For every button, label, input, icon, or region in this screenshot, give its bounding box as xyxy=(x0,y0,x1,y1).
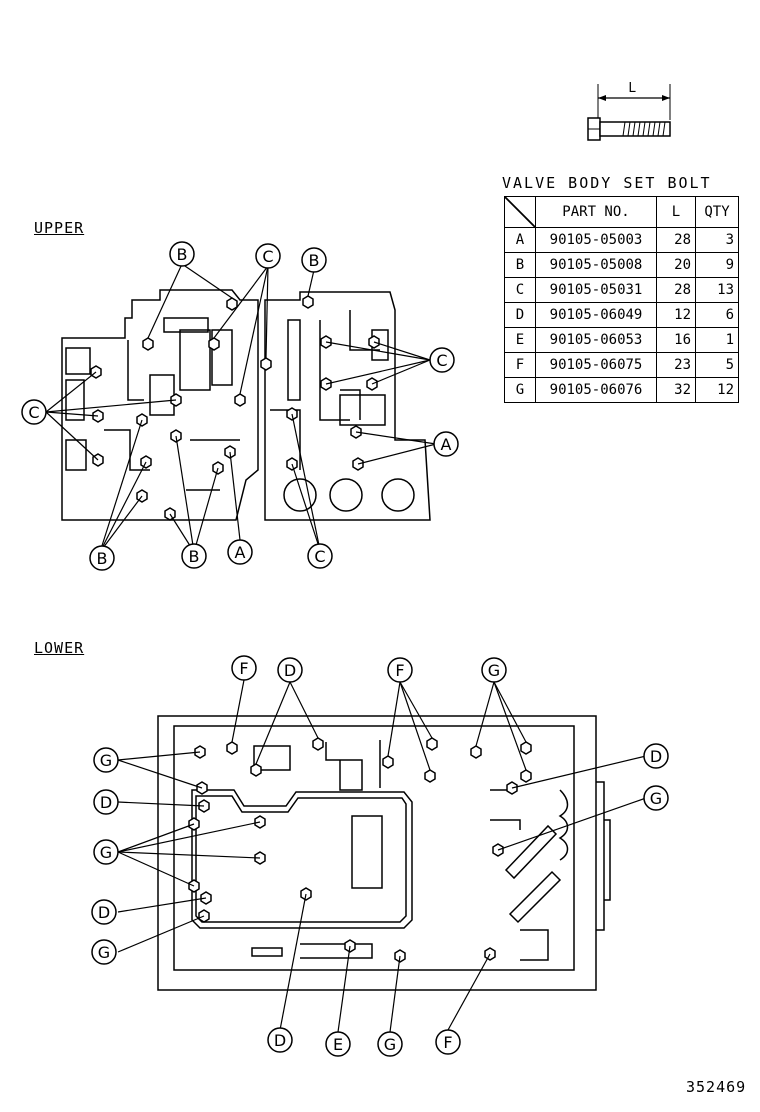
callout-f: F xyxy=(231,655,257,681)
row-part-no: 90105-06076 xyxy=(535,377,657,403)
callout-g: G xyxy=(481,657,507,683)
row-part-no: 90105-05031 xyxy=(535,277,657,303)
row-qty: 3 xyxy=(695,227,739,253)
callout-letter: D xyxy=(284,661,296,680)
lower-valve-body-drawing: F D F G G D D G G D G D E G F xyxy=(91,655,669,1057)
row-length: 32 xyxy=(656,377,696,403)
callout-letter: G xyxy=(650,789,662,808)
callout-letter: G xyxy=(488,661,500,680)
callout-g: G xyxy=(643,785,669,811)
callout-letter: C xyxy=(314,547,325,566)
lower-body-outline xyxy=(157,715,611,991)
callout-d: D xyxy=(267,1027,293,1053)
callout-letter: F xyxy=(239,659,248,678)
row-length: 12 xyxy=(656,302,696,328)
row-qty: 6 xyxy=(695,302,739,328)
bolt-table: PART NO. L QTY A 90105-05003 28 3 B 9010… xyxy=(504,196,739,403)
row-length: 20 xyxy=(656,252,696,278)
callout-letter: C xyxy=(262,247,273,266)
table-row: E 90105-06053 16 1 xyxy=(504,327,739,353)
callout-letter: G xyxy=(98,943,110,962)
row-length: 28 xyxy=(656,277,696,303)
callout-b: B xyxy=(181,543,207,569)
header-diagonal-cell xyxy=(504,196,536,228)
callout-letter: G xyxy=(384,1035,396,1054)
table-row: F 90105-06075 23 5 xyxy=(504,352,739,378)
callout-letter: C xyxy=(28,403,39,422)
callout-d: D xyxy=(277,657,303,683)
callout-d: D xyxy=(93,789,119,815)
callout-letter: F xyxy=(443,1033,452,1052)
callout-letter: B xyxy=(177,245,188,264)
upper-bolt-holes xyxy=(90,295,380,521)
figure-number: 352469 xyxy=(686,1078,747,1096)
row-qty: 9 xyxy=(695,252,739,278)
callout-letter: B xyxy=(189,547,200,566)
upper-leader-lines xyxy=(45,263,437,553)
callout-f: F xyxy=(435,1029,461,1055)
upper-section-label: UPPER xyxy=(34,219,85,237)
lower-leader-lines xyxy=(117,679,647,1033)
callout-a: A xyxy=(433,431,459,457)
callout-letter: D xyxy=(650,747,662,766)
callout-d: D xyxy=(643,743,669,769)
callout-letter: A xyxy=(441,435,452,454)
callout-f: F xyxy=(387,657,413,683)
callout-letter: A xyxy=(235,543,246,562)
callout-g: G xyxy=(93,747,119,773)
callout-letter: F xyxy=(395,661,404,680)
callout-letter: D xyxy=(100,793,112,812)
callout-g: G xyxy=(377,1031,403,1057)
callout-g: G xyxy=(91,939,117,965)
callout-letter: G xyxy=(100,843,112,862)
row-letter: E xyxy=(504,327,536,353)
header-qty: QTY xyxy=(695,196,739,228)
upper-callouts: B C B C C C A B B A C xyxy=(21,241,459,571)
table-row: A 90105-05003 28 3 xyxy=(504,227,739,253)
row-part-no: 90105-05008 xyxy=(535,252,657,278)
table-row: G 90105-06076 32 12 xyxy=(504,377,739,403)
callout-c: C xyxy=(307,543,333,569)
callout-b: B xyxy=(89,545,115,571)
bolt-illustration: L xyxy=(587,81,671,141)
callout-letter: D xyxy=(98,903,110,922)
callout-letter: D xyxy=(274,1031,286,1050)
row-part-no: 90105-05003 xyxy=(535,227,657,253)
table-row: C 90105-05031 28 13 xyxy=(504,277,739,303)
callout-c: C xyxy=(255,243,281,269)
row-qty: 12 xyxy=(695,377,739,403)
callout-g: G xyxy=(93,839,119,865)
row-length: 16 xyxy=(656,327,696,353)
header-length: L xyxy=(656,196,696,228)
callout-letter: C xyxy=(436,351,447,370)
upper-valve-body-drawing: B C B C C C A B B A C xyxy=(21,241,459,571)
callout-letter: E xyxy=(333,1035,343,1054)
row-qty: 5 xyxy=(695,352,739,378)
lower-callouts: F D F G G D D G G D G D E G F xyxy=(91,655,669,1057)
callout-d: D xyxy=(91,899,117,925)
upper-body-bores xyxy=(283,478,415,512)
row-letter: A xyxy=(504,227,536,253)
table-header-row: PART NO. L QTY xyxy=(504,196,739,228)
callout-letter: G xyxy=(100,751,112,770)
row-length: 23 xyxy=(656,352,696,378)
table-row: B 90105-05008 20 9 xyxy=(504,252,739,278)
callout-letter: B xyxy=(309,251,320,270)
callout-a: A xyxy=(227,539,253,565)
table-title: VALVE BODY SET BOLT xyxy=(502,174,712,192)
callout-c: C xyxy=(21,399,47,425)
callout-c: C xyxy=(429,347,455,373)
callout-b: B xyxy=(169,241,195,267)
callout-e: E xyxy=(325,1031,351,1057)
callout-letter: B xyxy=(97,549,108,568)
row-letter: F xyxy=(504,352,536,378)
callout-b: B xyxy=(301,247,327,273)
bolt-length-label: L xyxy=(628,81,636,96)
row-letter: G xyxy=(504,377,536,403)
lower-section-label: LOWER xyxy=(34,639,85,657)
